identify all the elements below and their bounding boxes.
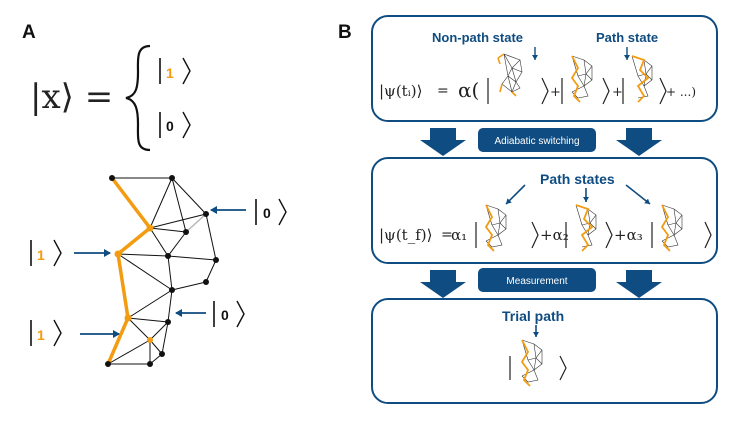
label-non-path-state: Non-path state: [432, 30, 523, 45]
equals-2: =: [441, 227, 453, 243]
down-arrow-icon: [625, 184, 651, 205]
label-path-state: Path state: [596, 30, 658, 45]
ket-zero-value: 0: [166, 118, 174, 134]
brace-icon: [125, 44, 151, 152]
plus-2: +: [612, 85, 623, 100]
label-one-upper-value: 1: [37, 247, 45, 263]
box-final-state: [371, 157, 718, 264]
alpha-open: α(: [458, 78, 479, 102]
label-one-upper: 1: [30, 239, 111, 267]
label-zero-lower: 0: [175, 300, 245, 328]
adiabatic-switching-pill: [478, 128, 596, 152]
down-arrow-icon: [420, 270, 466, 298]
ket-one-case: 1: [159, 57, 191, 85]
alpha-2: +α₂: [540, 226, 569, 244]
down-arrow-icon: [616, 128, 662, 156]
panel-b-letter: B: [338, 22, 352, 43]
measurement-label: Measurement: [506, 276, 567, 287]
panel-a-letter: A: [22, 22, 36, 43]
box-trial-path: [371, 298, 718, 404]
label-path-states: Path states: [540, 171, 615, 187]
label-zero-top-value: 0: [263, 205, 271, 221]
alpha-1: α₁: [451, 226, 467, 244]
psi-ti: |ψ(tᵢ)⟩: [379, 82, 422, 100]
plus-1: +: [550, 85, 561, 100]
ket-x-lhs: |x⟩ =: [30, 77, 113, 117]
ket-one-value: 1: [166, 65, 174, 81]
label-one-lower: 1: [30, 319, 120, 347]
ket-zero-case: 0: [159, 111, 191, 139]
equals-1: =: [437, 83, 449, 99]
box-initial-state: [371, 15, 718, 122]
measurement-pill: [478, 268, 596, 292]
psi-tf: |ψ(t_f)⟩: [379, 226, 432, 244]
alpha-3: +α₃: [614, 226, 643, 244]
ellipsis-close: + ...): [666, 85, 696, 99]
adiabatic-switching-label: Adiabatic switching: [494, 136, 579, 147]
label-one-lower-value: 1: [37, 327, 45, 343]
label-zero-lower-value: 0: [221, 307, 229, 323]
down-arrow-icon: [616, 270, 662, 298]
graph-network: [105, 175, 219, 367]
label-zero-top: 0: [210, 198, 287, 226]
label-trial-path: Trial path: [502, 308, 564, 324]
down-arrow-icon: [505, 184, 526, 205]
down-arrow-icon: [420, 128, 466, 156]
